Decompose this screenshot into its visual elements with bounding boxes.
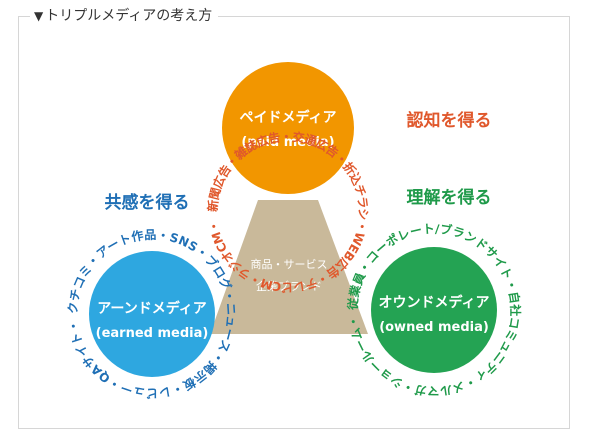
paid-outcome-label: 認知を得る (407, 110, 492, 131)
owned-media-circle (371, 247, 497, 373)
diagram-heading: ▼トリプルメディアの考え方 (30, 5, 219, 27)
center-label-line1: 商品・サービス (251, 257, 328, 271)
diagram-frame (18, 16, 570, 429)
earned-media-subtitle: (earned media) (96, 326, 209, 341)
earned-media-circle (89, 251, 215, 377)
owned-outcome-label: 理解を得る (407, 187, 492, 208)
center-label-line2: 企業ブランド (256, 279, 322, 293)
paid-media-subtitle: (paid media) (241, 135, 334, 150)
owned-media-title: オウンドメディア (378, 294, 489, 311)
earned-media-title: アーンドメディア (97, 300, 206, 317)
owned-media-subtitle: (owned media) (379, 320, 489, 335)
paid-media-circle (222, 62, 354, 194)
paid-media-title: ペイドメディア (239, 109, 336, 126)
heading-text: トリプルメディアの考え方 (45, 8, 213, 24)
center-trapezoid (210, 200, 368, 334)
earned-outcome-label: 共感を得る (105, 192, 190, 213)
heading-marker: ▼ (34, 9, 44, 23)
